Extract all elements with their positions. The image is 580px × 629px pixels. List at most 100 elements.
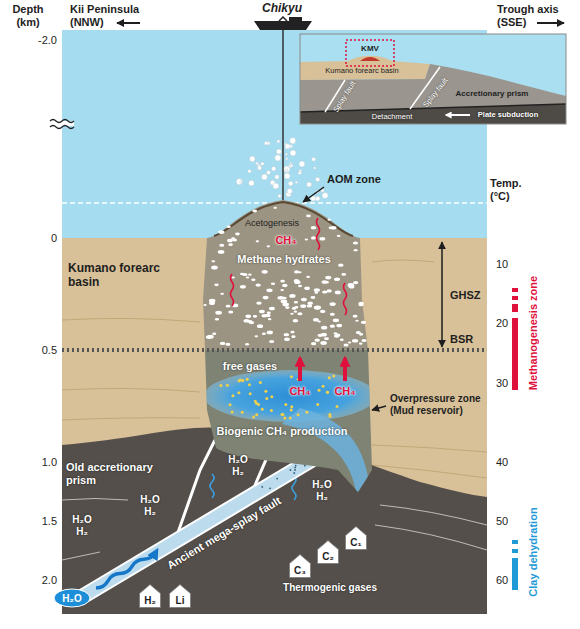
- hydrate-speck: [291, 335, 295, 338]
- fault-gouge-dot: [261, 486, 263, 488]
- gas-bubble: [248, 169, 252, 173]
- inset-frame: [300, 34, 566, 124]
- hydrate-speck: [266, 288, 272, 292]
- free-gas-dot: [322, 385, 325, 388]
- hydrate-speck: [284, 333, 290, 336]
- hydrate-speck: [267, 312, 271, 315]
- free-gas-dot: [290, 375, 293, 378]
- hydrate-speck: [235, 233, 240, 236]
- process-label: Biogenic CH₄ production: [216, 425, 347, 438]
- zone-label: Overpressure zone (Mud reservoir): [390, 393, 486, 416]
- free-gas-dot: [328, 413, 331, 416]
- gas-source-arrow: C₁: [345, 526, 367, 550]
- free-gas-dot: [281, 413, 284, 416]
- axis-break: [50, 120, 74, 123]
- hydrate-speck: [256, 301, 262, 304]
- hydrate-speck: [349, 285, 355, 288]
- hydrate-speck: [220, 342, 226, 345]
- hydrate-speck: [246, 276, 249, 278]
- free-gas-dot: [265, 397, 268, 400]
- hydrate-speck: [269, 307, 275, 311]
- gas-bubble: [312, 157, 316, 161]
- vessel-name: Chikyu: [262, 2, 302, 16]
- hydrate-speck: [355, 320, 358, 322]
- free-gas-dot: [326, 391, 329, 394]
- hydrate-speck: [231, 276, 234, 278]
- hydrate-speck: [358, 303, 363, 306]
- depth-tick: 2.0: [42, 574, 57, 587]
- hydrate-speck: [259, 310, 265, 314]
- free-gas-dot: [219, 384, 222, 387]
- hydrate-speck: [314, 292, 318, 294]
- hydrate-speck: [361, 339, 366, 342]
- mound-crust: [214, 202, 353, 236]
- hydrate-speck: [314, 306, 320, 310]
- free-gas-zone: [195, 350, 380, 500]
- methanogenesis-bar: [512, 304, 518, 312]
- gas-bubble: [266, 171, 270, 175]
- node-text: C₃: [294, 565, 306, 576]
- hydrate-speck: [320, 341, 327, 345]
- axis-title: Temp. (°C): [490, 177, 530, 202]
- gas-bubble: [261, 162, 265, 166]
- hydrate-speck: [306, 214, 311, 217]
- hydrate-speck: [324, 337, 329, 340]
- gas-bubble: [290, 162, 292, 164]
- hydrate-speck: [227, 239, 233, 243]
- inset-label: Accretionary prism: [456, 89, 529, 98]
- hydrate-speck: [277, 296, 283, 300]
- hydrate-speck: [294, 279, 300, 282]
- free-gas-dot: [248, 383, 251, 386]
- vertical-label: Clay dehydration: [527, 507, 540, 596]
- gas-bubble: [275, 155, 281, 161]
- free-gas-dot: [239, 378, 242, 381]
- free-gas-dot: [249, 392, 252, 395]
- hydrate-speck: [294, 311, 297, 313]
- node-outline: [318, 541, 339, 564]
- hydrate-speck: [341, 273, 346, 276]
- direction-arrow: [537, 22, 564, 24]
- hydrate-speck: [343, 343, 348, 346]
- hydrate-speck: [265, 314, 271, 317]
- free-gas-dot: [257, 403, 260, 406]
- bsr-line: [62, 348, 487, 352]
- gas-bubble: [275, 175, 280, 180]
- hydrate-speck: [340, 339, 344, 341]
- hydrate-speck: [335, 291, 341, 295]
- inset-label: Kumano forearc basin: [325, 67, 398, 76]
- fault-gouge-dot: [295, 465, 297, 467]
- gas-source-arrow: H₂: [139, 584, 161, 608]
- free-gas-dot: [318, 389, 321, 392]
- inset-label: Detachment: [372, 113, 412, 122]
- hydrate-speck: [298, 285, 302, 287]
- hydrate-speck: [245, 314, 251, 317]
- direction-label: Kii Peninsula (NNW): [70, 3, 154, 28]
- node-text: C₂: [322, 551, 334, 562]
- hydrate-speck: [289, 294, 295, 298]
- axis-break: [50, 126, 74, 129]
- hydrate-speck: [359, 343, 363, 345]
- gas-source-arrow: C₂: [317, 540, 339, 564]
- hydrate-speck: [314, 288, 320, 292]
- hydrate-speck: [297, 312, 302, 315]
- hydrate-speck: [227, 225, 231, 228]
- gas-bubble: [290, 138, 296, 144]
- node-outline: [290, 555, 311, 578]
- methanogenesis-bar: [512, 288, 518, 292]
- temperature-tick: 30: [496, 377, 508, 390]
- process-label: Acetogenesis: [245, 218, 299, 228]
- clay-dehydration-bar: [512, 549, 518, 553]
- mud-volcano-mound: [207, 200, 360, 238]
- gas-bubble: [261, 174, 267, 180]
- hydrate-speck: [311, 342, 316, 345]
- gas-bubble: [278, 194, 281, 197]
- gas-label: CH₄: [275, 234, 296, 247]
- free-gas-dot: [290, 408, 293, 411]
- free-gas-dot: [226, 384, 229, 387]
- hydrate-speck: [314, 339, 319, 342]
- gas-label: CH₄: [289, 385, 310, 398]
- hydrate-speck: [251, 279, 255, 282]
- hydrate-speck: [218, 250, 225, 254]
- zone-label: Methane hydrates: [237, 253, 331, 266]
